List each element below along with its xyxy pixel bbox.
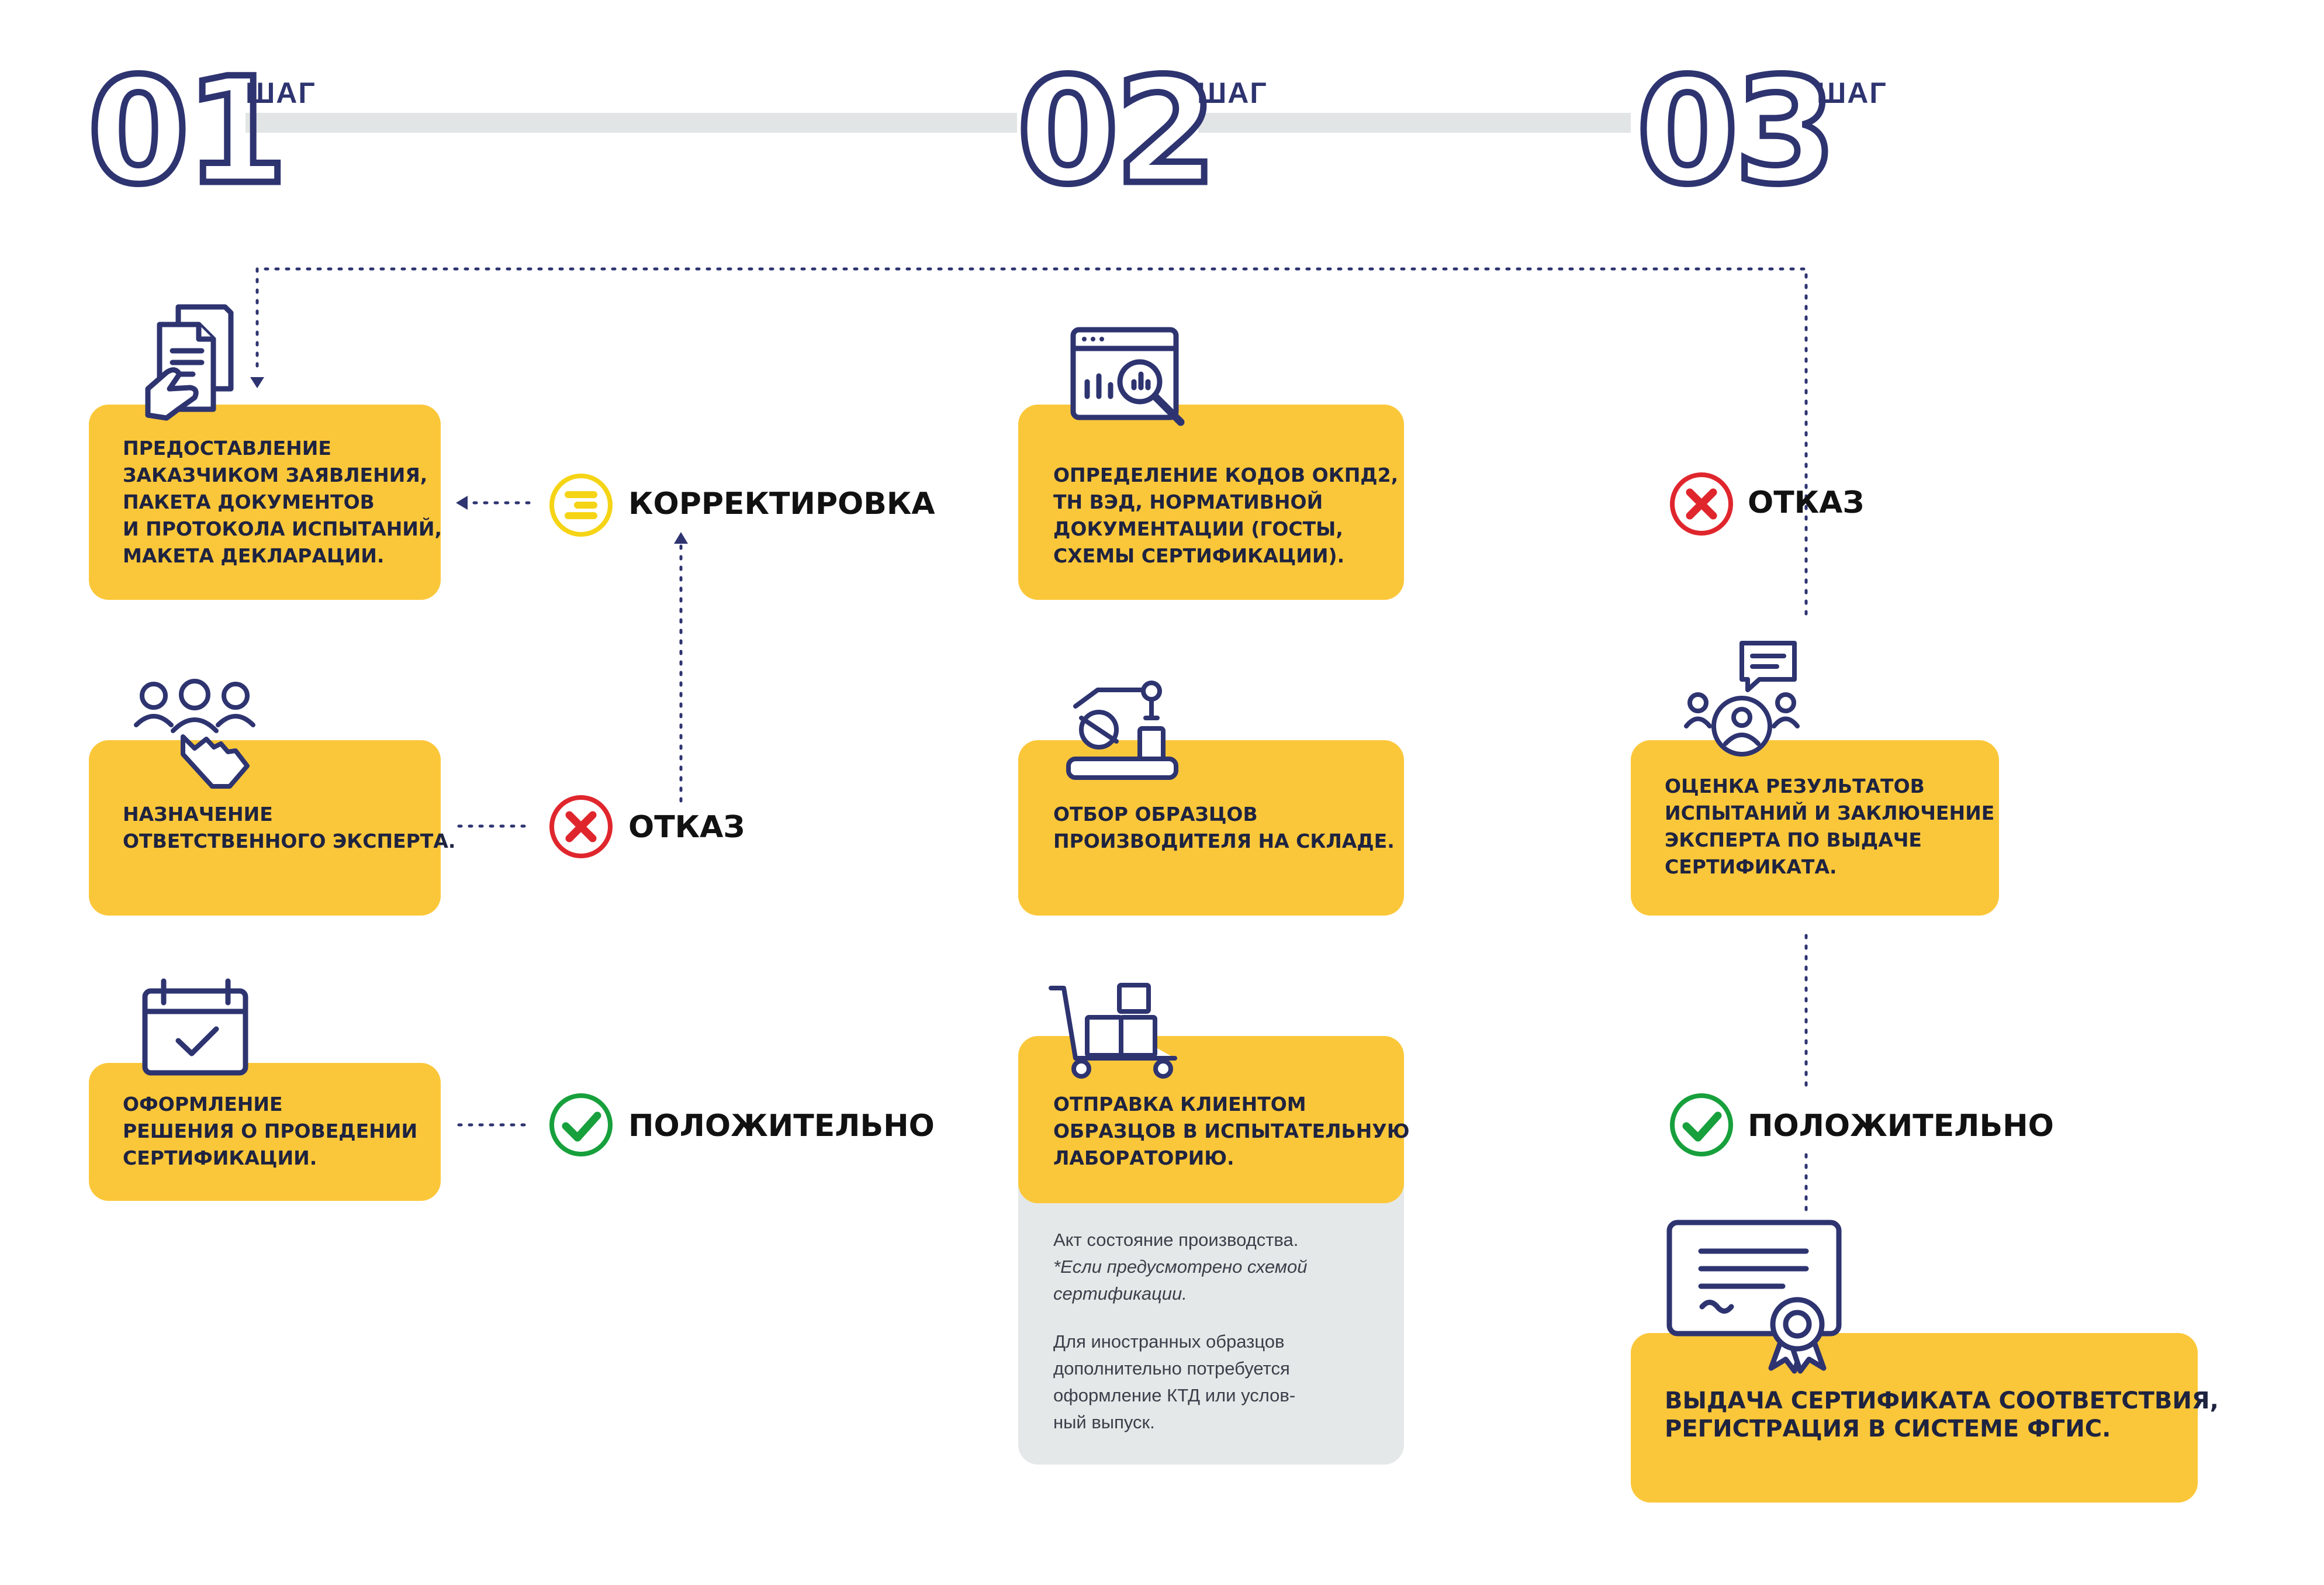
status-correction: КОРРЕКТИРОВКА [628, 486, 935, 522]
card-submission [89, 405, 441, 600]
card-evaluation-text: ОЦЕНКА РЕЗУЛЬТАТОВ ИСПЫТАНИЙ И ЗАКЛЮЧЕНИ… [1665, 775, 1995, 878]
robot-arm-icon [1066, 681, 1178, 780]
step-number-1: 01 [85, 46, 291, 216]
card-decision-text: ОФОРМЛЕНИЕ РЕШЕНИЯ О ПРОВЕДЕНИИ СЕРТИФИК… [123, 1093, 418, 1169]
note-line-1: Акт состояние производства. [1053, 1230, 1299, 1250]
step-progress-bar-2 [1198, 113, 1631, 133]
hand-truck-icon [1049, 983, 1177, 1079]
card-codes-text: ОПРЕДЕЛЕНИЕ КОДОВ ОКПД2, ТН ВЭД, НОРМАТИ… [1053, 464, 1399, 567]
browser-analytics-icon [1070, 327, 1185, 426]
card-codes [1018, 405, 1404, 600]
correction-icon [549, 474, 613, 537]
team-cursor-icon [134, 679, 255, 789]
status-positive-1: ПОЛОЖИТЕЛЬНО [628, 1109, 935, 1144]
chat-person-icon [1684, 641, 1800, 757]
status-refusal-1: ОТКАЗ [628, 810, 745, 845]
step-progress-bar-1 [245, 113, 1017, 133]
certificate-icon [1666, 1220, 1842, 1374]
card-submission-text: ПРЕДОСТАВЛЕНИЕ ЗАКАЗЧИКОМ ЗАЯВЛЕНИЯ, ПАК… [123, 437, 442, 567]
step-number-3: 03 [1634, 46, 1840, 216]
step-label-3: ШАГ [1817, 77, 1887, 109]
refuse-icon [1670, 472, 1733, 536]
document-hand-icon [145, 304, 234, 421]
card-shipping-text: ОТПРАВКА КЛИЕНТОМ ОБРАЗЦОВ В ИСПЫТАТЕЛЬН… [1053, 1093, 1410, 1169]
calendar-check-icon [142, 978, 248, 1076]
step-label-1: ШАГ [245, 77, 316, 109]
ok-icon [1670, 1093, 1733, 1156]
refuse-icon [549, 795, 613, 858]
card-evaluation [1631, 740, 1999, 916]
note-line-3: Для иностранных образцов дополнительно п… [1053, 1331, 1296, 1432]
card-sampling-text: ОТБОР ОБРАЗЦОВ ПРОИЗВОДИТЕЛЯ НА СКЛАДЕ. [1053, 803, 1395, 852]
card-issuance-text: ВЫДАЧА СЕРТИФИКАТА СООТВЕТСТВИЯ, РЕГИСТР… [1665, 1387, 2219, 1442]
status-refusal-3: ОТКАЗ [1748, 485, 1865, 520]
card-assign-expert-text: НАЗНАЧЕНИЕ ОТВЕТСТВЕННОГО ЭКСПЕРТА. [123, 803, 456, 852]
card-issuance [1631, 1333, 2198, 1503]
card-assign-expert [89, 740, 441, 916]
note-line-2: *Если предусмотрено схемой сертификации. [1053, 1256, 1308, 1304]
step-label-2: ШАГ [1197, 77, 1268, 109]
card-decision [89, 1063, 441, 1201]
status-positive-3: ПОЛОЖИТЕЛЬНО [1748, 1109, 2054, 1144]
step-number-2: 02 [1014, 46, 1220, 216]
ok-icon [549, 1093, 613, 1156]
